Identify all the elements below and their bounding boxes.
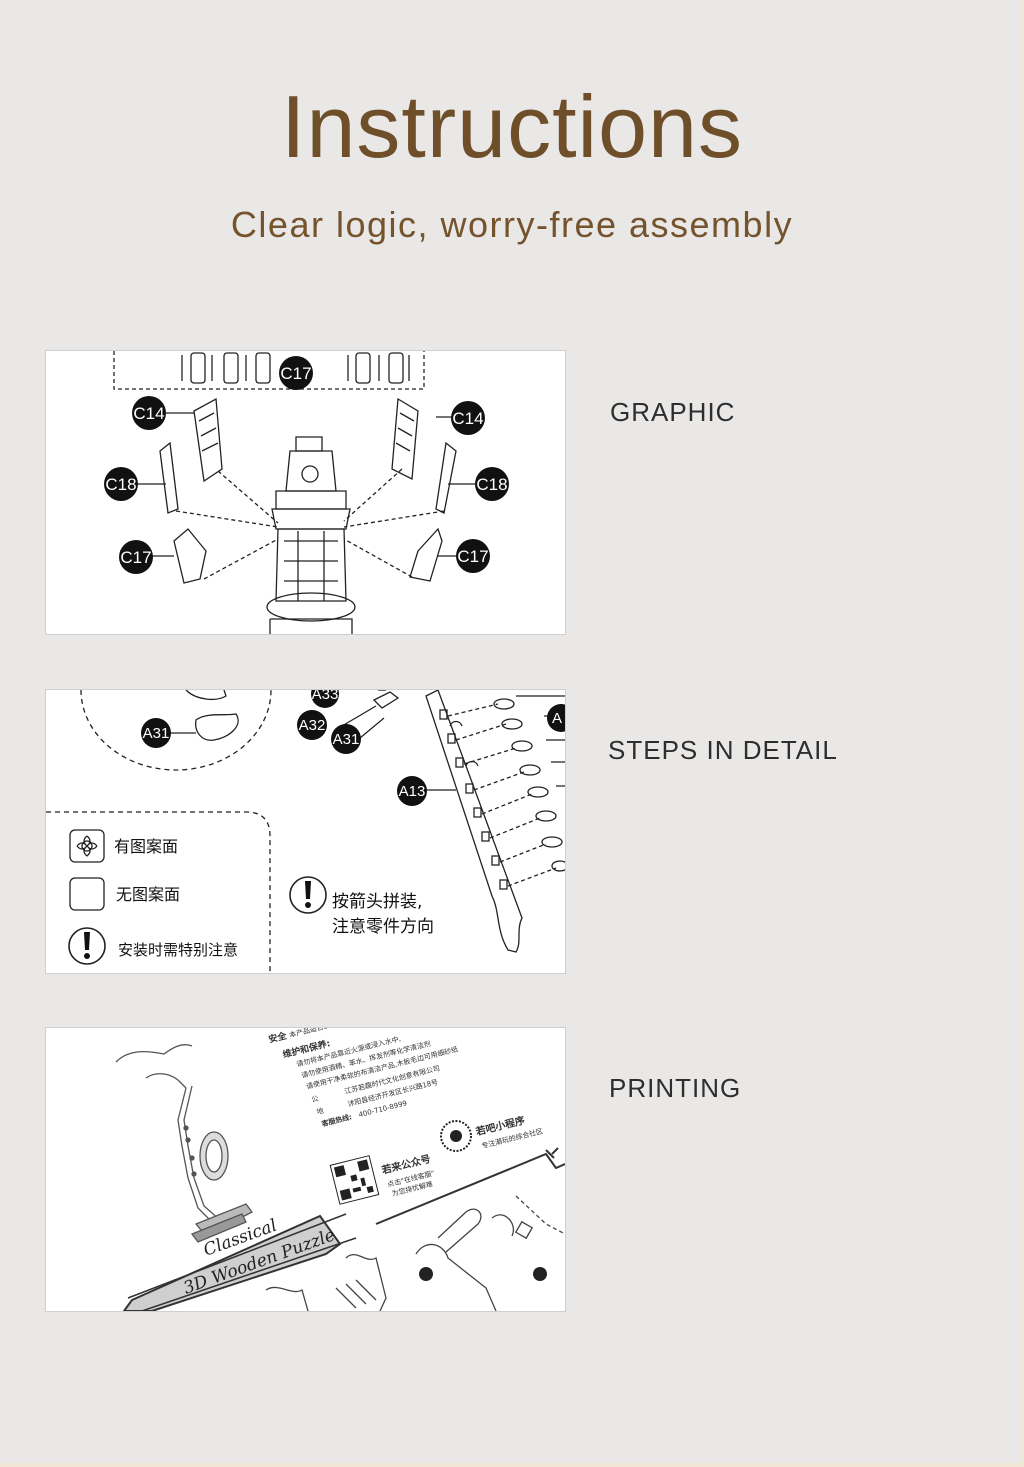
callout-badge: C17 (279, 356, 313, 390)
legend-plain-text: 无图案面 (116, 885, 180, 904)
printed-sheet-illustration: Classical 3D Wooden Puzzle 安全 本产品适合8 维护和… (115, 1028, 565, 1311)
mini-program-icon (440, 1120, 472, 1152)
sheet-text-line: 本产品适合8 (288, 1028, 328, 1039)
steps-diagram: A31 A33 A32 A31 A13 A 有图案面 无图案面 安装时需特别注意… (46, 690, 565, 973)
assembly-note-line2: 注意零件方向 (332, 917, 434, 937)
printing-sample-panel: Classical 3D Wooden Puzzle 安全 本产品适合8 维护和… (45, 1027, 566, 1312)
section-label-graphic: GRAPHIC (610, 397, 736, 427)
callout-label: A13 (399, 783, 426, 800)
callout-label: C17 (280, 364, 311, 383)
callout-badge: A31 (141, 718, 171, 748)
callout-label: C17 (120, 548, 151, 567)
bottom-edge-strip (0, 1463, 1024, 1467)
callout-badge: C17 (119, 540, 153, 574)
saxophone-illustration (115, 1044, 253, 1243)
page-subtitle: Clear logic, worry-free assembly (230, 204, 794, 245)
assembly-note-line1: 按箭头拼装, (332, 892, 422, 912)
callout-label: C14 (452, 409, 483, 428)
callout-badge: A32 (297, 710, 327, 740)
callout-badge: C18 (104, 467, 138, 501)
contact-label: 公 (311, 1095, 320, 1104)
callout-badge: C14 (451, 401, 485, 435)
callout-badge: A (547, 704, 565, 732)
callout-label: A33 (312, 690, 339, 703)
qr-code-icon (329, 1155, 380, 1205)
callout-label: A32 (299, 717, 326, 734)
callout-badge: C17 (456, 539, 490, 573)
page-title: Instructions (281, 77, 743, 176)
section-label-steps: STEPS IN DETAIL (608, 735, 838, 765)
callout-badge: C14 (132, 396, 166, 430)
callout-label: C14 (133, 404, 164, 423)
callout-label: C18 (476, 475, 507, 494)
safety-heading: 安全 (267, 1029, 288, 1045)
callout-label: C17 (457, 547, 488, 566)
callout-badge: A31 (331, 724, 361, 754)
tower-assembly-diagram: C17 C14 C14 C18 C18 C17 C17 (104, 351, 509, 634)
callout-label: A31 (143, 725, 170, 742)
callout-badge: A33 (311, 690, 339, 708)
contact-label: 地 (316, 1106, 325, 1116)
callout-label: C18 (105, 475, 136, 494)
callout-badge: A13 (397, 776, 427, 806)
legend-attention-text: 安装时需特别注意 (118, 941, 238, 959)
callout-label: A31 (333, 731, 360, 748)
legend-patterned-text: 有图案面 (114, 837, 178, 856)
section-label-printing: PRINTING (609, 1073, 742, 1103)
graphic-illustration-panel: C17 C14 C14 C18 C18 C17 C17 (45, 350, 566, 635)
right-edge-strip (1021, 0, 1024, 1467)
callout-label: A (552, 710, 562, 727)
callout-badge: C18 (475, 467, 509, 501)
contact-label: 客服热线: (320, 1112, 353, 1128)
steps-detail-panel: A31 A33 A32 A31 A13 A 有图案面 无图案面 安装时需特别注意… (45, 689, 566, 974)
